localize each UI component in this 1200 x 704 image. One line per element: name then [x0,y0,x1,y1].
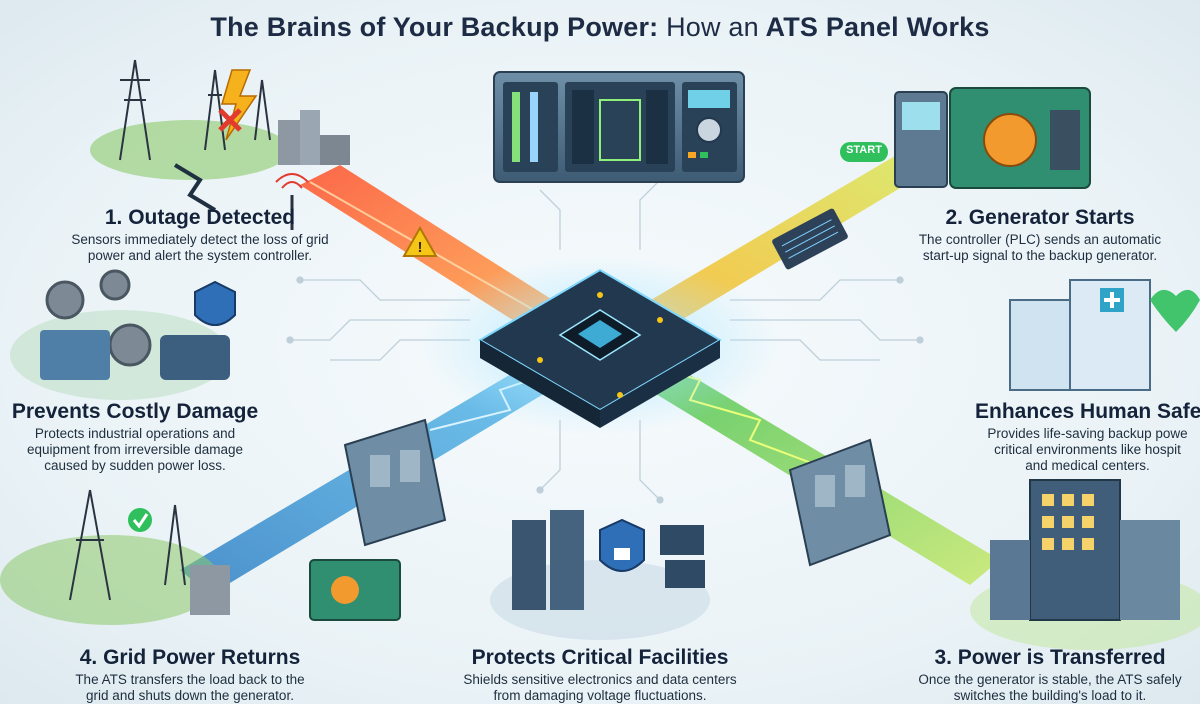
step-grid-power-returns: 4. Grid Power Returns The ATS transfers … [20,646,360,704]
title-part-2: How an [666,12,759,42]
ats-switch-box [343,418,447,547]
step-description: Once the generator is stable, the ATS sa… [918,672,1182,703]
svg-text:!: ! [418,239,423,256]
step-description: Sensors immediately detect the loss of g… [71,232,329,263]
start-label: START [846,144,882,156]
benefit-heading: Enhances Human Safe [975,400,1200,423]
hospital-scene [1009,279,1200,391]
medical-cross-icon [1104,292,1120,308]
step-heading: 2. Generator Starts [945,206,1135,229]
motor-icon [160,335,230,380]
warning-icon [402,225,438,257]
benefit-prevents-damage: Prevents Costly Damage Protects industri… [0,400,270,474]
benefit-description: Provides life-saving backup powe critica… [987,426,1188,473]
transmission-tower-icon [119,59,151,161]
step-heading: 3. Power is Transferred [934,646,1166,669]
title-part-3: ATS Panel Works [765,12,990,42]
benefit-description: Shields sensitive electronics and data c… [463,672,737,703]
shield-icon [599,518,645,572]
building-scene [970,479,1200,650]
step-power-transferred: 3. Power is Transferred Once the generat… [900,646,1200,704]
server-rack-icon [512,520,546,610]
lightning-icon [220,69,258,141]
step-generator-starts: 2. Generator Starts The controller (PLC)… [880,206,1200,264]
step-heading: 1. Outage Detected [104,206,296,229]
grid-return-scene [0,489,401,625]
dial-icon [696,117,722,143]
benefit-heading: Prevents Costly Damage [11,400,259,423]
start-button-bg [840,142,888,162]
industrial-scene [10,269,236,400]
step-outage-detected: 1. Outage Detected Sensors immediately d… [0,206,400,264]
transfer-switch-box [788,438,892,567]
step-description: The ATS transfers the load back to the g… [75,672,305,703]
transmission-tower-icon [69,489,111,601]
benefit-human-safety: Enhances Human Safe Provides life-saving… [975,400,1200,474]
step-heading: 4. Grid Power Returns [79,646,301,669]
shield-icon [194,280,236,326]
page-title: The Brains of Your Backup Power: How an … [0,12,1200,43]
ats-control-panel [493,71,745,183]
data-center-scene [490,510,710,640]
lock-icon [614,548,630,560]
grid-failure-scene [90,59,350,230]
error-x-icon [218,108,242,132]
step-description: The controller (PLC) sends an automatic … [918,232,1162,263]
benefit-heading: Protects Critical Facilities [471,646,729,669]
monitor-icon [660,525,704,555]
benefit-critical-facilities: Protects Critical Facilities Shields sen… [420,646,780,704]
heart-icon [1150,289,1200,332]
crack-icon [173,163,217,212]
gear-icon [45,280,85,320]
title-part-1: The Brains of Your Backup Power: [210,12,659,42]
machine-icon [40,330,110,380]
sensor-antenna-icon [275,173,309,189]
generator-scene [840,87,1091,189]
check-icon [128,508,152,532]
plc-controller-hub [420,255,780,435]
benefit-description: Protects industrial operations and equip… [26,426,244,473]
hospital-building-icon [1009,299,1071,391]
